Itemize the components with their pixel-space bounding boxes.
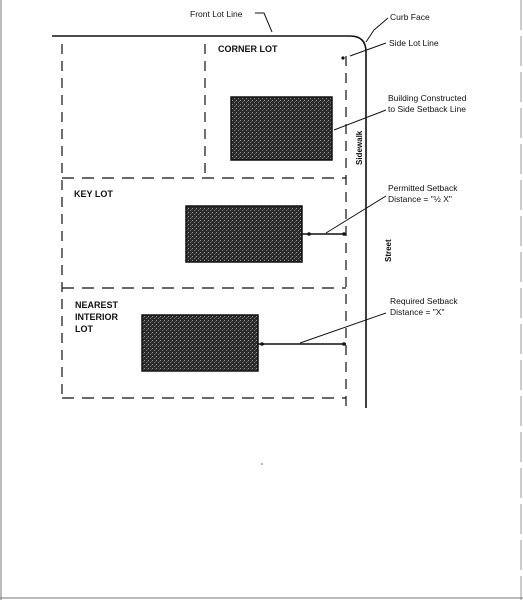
required-setback-line-1: Required Setback xyxy=(390,296,458,306)
scan-speck xyxy=(261,463,263,465)
leader-curb-face xyxy=(365,17,389,43)
permitted-setback-end xyxy=(307,232,311,236)
curb-face-label: Curb Face xyxy=(390,12,430,22)
side-lot-line-label: Side Lot Line xyxy=(389,38,439,48)
required-setback-end xyxy=(260,342,264,346)
building-corner-lot xyxy=(230,96,333,161)
leader-required-setback xyxy=(299,312,387,344)
building-note-line-2: to Side Setback Line xyxy=(388,104,466,114)
leader-building-note xyxy=(333,109,387,131)
required-setback-line-2: Distance = "X" xyxy=(390,307,444,317)
required-setback-end2 xyxy=(342,342,346,346)
permitted-setback-line-2: Distance = "½ X" xyxy=(388,194,452,204)
building-key-lot xyxy=(185,205,303,263)
permitted-setback-end2 xyxy=(342,232,346,236)
leader-front-lot-line xyxy=(255,12,273,33)
leader-side-lot-line xyxy=(349,42,387,57)
building-note-line-1: Building Constructed xyxy=(388,93,467,103)
front-lot-line xyxy=(52,35,367,408)
nearest-interior-lot-label-3: LOT xyxy=(75,324,93,334)
front-lot-line-label: Front Lot Line xyxy=(190,9,243,19)
nearest-interior-lot-label-2: INTERIOR xyxy=(75,312,119,322)
sidewalk-label: Sidewalk xyxy=(355,130,364,165)
street-label: Street xyxy=(384,239,393,262)
key-lot-label: KEY LOT xyxy=(74,189,113,199)
corner-lot-label: CORNER LOT xyxy=(218,44,278,54)
side-lot-line-marker xyxy=(341,56,345,60)
nearest-interior-lot-label-1: NEAREST xyxy=(75,300,119,310)
leader-permitted-setback xyxy=(325,195,387,234)
building-interior-lot xyxy=(141,314,259,372)
permitted-setback-line-1: Permitted Setback xyxy=(388,183,458,193)
